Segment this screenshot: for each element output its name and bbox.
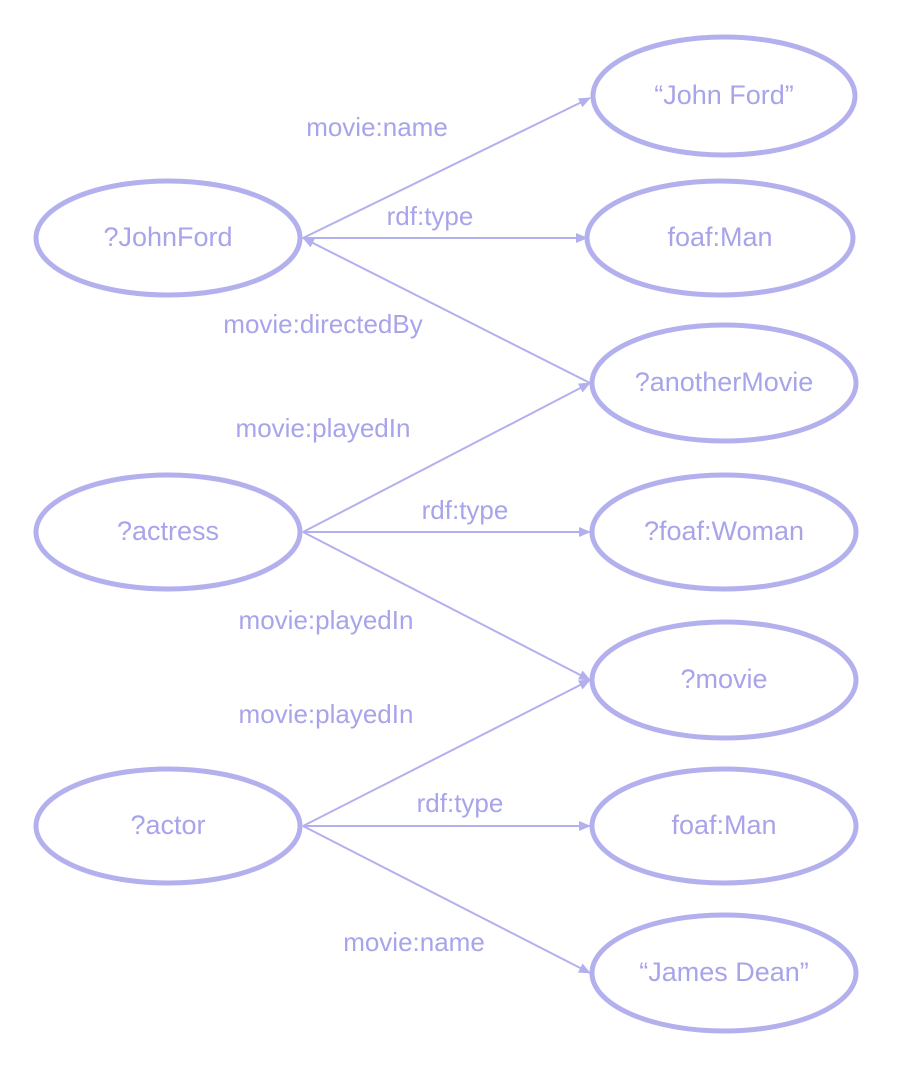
node-john-ford-literal: “John Ford”	[590, 34, 858, 158]
edge-label-movie-playedin: movie:playedIn	[239, 605, 414, 635]
node-label: “John Ford”	[654, 80, 794, 110]
node-label: ?movie	[680, 664, 767, 694]
node-actor: ?actor	[33, 766, 303, 886]
node-label: ?actor	[130, 810, 205, 840]
node-label: ?actress	[117, 516, 219, 546]
edge-directed-by: movie:directedBy	[223, 237, 591, 384]
edge-label-movie-playedin: movie:playedIn	[239, 699, 414, 729]
node-ellipse	[33, 766, 303, 886]
edge-label-rdf-type: rdf:type	[387, 201, 474, 231]
edge-line	[302, 825, 591, 974]
node-label: ?anotherMovie	[635, 367, 814, 397]
edge-label-rdf-type: rdf:type	[422, 495, 509, 525]
node-ellipse	[589, 619, 859, 741]
node-ellipse	[590, 34, 858, 158]
edge-johnford-name: movie:name	[302, 97, 591, 239]
edge-johnford-type: rdf:type	[303, 201, 588, 243]
edge-actor-played-in-movie: movie:playedIn	[239, 679, 591, 827]
node-ellipse	[589, 322, 859, 444]
node-label: foaf:Man	[667, 222, 772, 252]
node-ellipse	[584, 178, 856, 298]
edge-actor-name: movie:name	[302, 825, 591, 974]
edge-line	[302, 679, 591, 827]
edge-label-movie-name: movie:name	[306, 112, 448, 142]
node-foaf-man-1: foaf:Man	[584, 178, 856, 298]
node-label: ?JohnFord	[103, 222, 232, 252]
node-ellipse	[33, 178, 303, 298]
edge-actress-played-in-movie: movie:playedIn	[239, 531, 591, 681]
edge-actress-played-in-another: movie:playedIn	[236, 382, 591, 533]
node-foaf-man-2: foaf:Man	[589, 766, 859, 886]
edge-label-movie-playedin: movie:playedIn	[236, 413, 411, 443]
node-ellipse	[589, 912, 859, 1034]
node-ellipse	[33, 472, 303, 592]
edge-line	[302, 237, 591, 384]
node-james-dean-literal: “James Dean”	[589, 912, 859, 1034]
node-label: “James Dean”	[639, 957, 809, 987]
node-johnford-var: ?JohnFord	[33, 178, 303, 298]
node-movie: ?movie	[589, 619, 859, 741]
node-foaf-woman: ?foaf:Woman	[589, 472, 859, 592]
edge-line	[302, 531, 591, 681]
node-label: foaf:Man	[671, 810, 776, 840]
node-ellipse	[589, 766, 859, 886]
edge-line	[302, 97, 591, 239]
node-ellipse	[589, 472, 859, 592]
edge-label-movie-directedby: movie:directedBy	[223, 309, 422, 339]
node-actress: ?actress	[33, 472, 303, 592]
node-another-movie: ?anotherMovie	[589, 322, 859, 444]
edge-actor-type: rdf:type	[303, 788, 591, 831]
edge-actress-type: rdf:type	[303, 495, 591, 537]
edge-label-movie-name: movie:name	[343, 927, 485, 957]
edge-line	[302, 382, 591, 533]
edge-label-rdf-type: rdf:type	[417, 788, 504, 818]
node-label: ?foaf:Woman	[644, 516, 804, 546]
